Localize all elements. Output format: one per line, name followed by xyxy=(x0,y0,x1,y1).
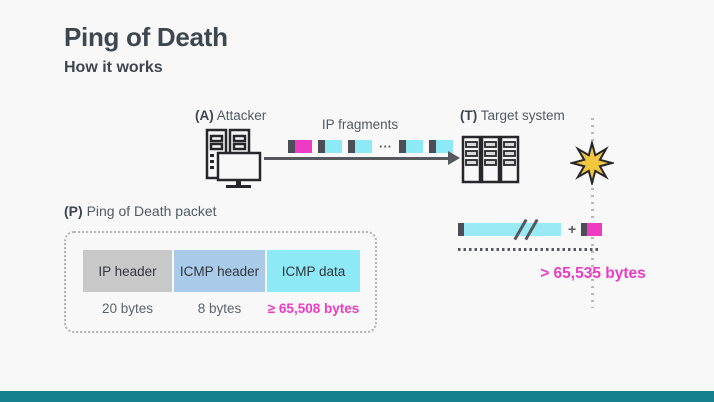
packet-prefix: (P) xyxy=(64,203,83,219)
segment-icmp-header: ICMP header xyxy=(174,250,265,292)
attacker-label: (A) Attacker xyxy=(195,108,266,123)
page-title: Ping of Death xyxy=(64,22,228,52)
packet-structure-box: IP header ICMP header ICMP data 20 bytes… xyxy=(64,231,377,333)
crash-dotted-line xyxy=(591,118,594,308)
segment-icmp-data: ICMP data xyxy=(267,250,360,292)
target-label-text: Target system xyxy=(480,108,565,123)
fragment-cyan xyxy=(399,140,423,153)
packet-sizes-row: 20 bytes 8 bytes ≥ 65,508 bytes xyxy=(83,301,360,316)
fragment-header-edge xyxy=(318,140,325,153)
fragment-header-edge xyxy=(288,140,295,153)
overflow-fragment xyxy=(587,223,603,236)
fragment-body xyxy=(325,140,342,153)
target-label: (T) Target system xyxy=(460,108,565,123)
reassembled-packet: + xyxy=(458,218,603,241)
packet-header-edge xyxy=(458,223,464,236)
size-icmp-data: ≥ 65,508 bytes xyxy=(267,301,360,316)
fragment-body xyxy=(355,140,372,153)
oversized-data-bar xyxy=(464,218,561,241)
attack-arrow-head-icon xyxy=(448,151,460,165)
size-ip-header: 20 bytes xyxy=(101,301,154,316)
attacker-label-text: Attacker xyxy=(216,108,267,123)
plus-sign: + xyxy=(568,221,577,237)
packet-label: (P) Ping of Death packet xyxy=(64,203,217,219)
fragment-body xyxy=(295,140,312,153)
fragments-ellipsis: ··· xyxy=(379,139,392,154)
fragment-body xyxy=(406,140,423,153)
packet-segments-row: IP header ICMP header ICMP data xyxy=(83,250,360,292)
fragment-magenta xyxy=(288,140,312,153)
explosion-icon xyxy=(568,139,616,190)
break-slash-icon xyxy=(524,218,539,241)
fragment-header-edge xyxy=(581,223,588,236)
fragment-cyan xyxy=(318,140,342,153)
size-icmp-header: 8 bytes xyxy=(197,301,242,316)
attacker-computer-icon xyxy=(201,127,265,196)
fragment-cyan xyxy=(348,140,372,153)
attack-arrow-line xyxy=(264,157,450,160)
footer-accent-bar xyxy=(0,391,714,402)
attacker-prefix: (A) xyxy=(195,108,214,123)
segment-ip-header: IP header xyxy=(83,250,172,292)
fragments-label: IP fragments xyxy=(321,117,399,132)
packet-label-text: Ping of Death packet xyxy=(86,203,217,219)
fragment-header-edge xyxy=(348,140,355,153)
fragment-body xyxy=(436,140,453,153)
fragment-cyan xyxy=(429,140,453,153)
fragment-header-edge xyxy=(429,140,436,153)
fragments-row: ··· xyxy=(288,140,453,153)
page-subtitle: How it works xyxy=(64,59,163,76)
oversize-bytes-label: > 65,535 bytes xyxy=(540,265,646,282)
target-servers-icon xyxy=(461,134,521,191)
target-prefix: (T) xyxy=(460,108,478,123)
total-size-dotted-line xyxy=(458,248,598,251)
fragment-header-edge xyxy=(399,140,406,153)
